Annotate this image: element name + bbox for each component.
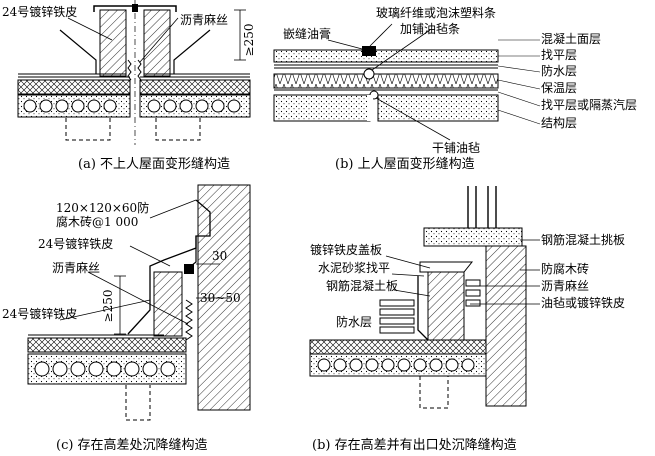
label-dry-felt: 干铺油毡 bbox=[432, 141, 480, 155]
label-mortar: 水泥砂浆找平 bbox=[318, 260, 390, 275]
label-cover-plate: 镀锌铁皮盖板 bbox=[310, 243, 382, 257]
caption-b1: (b) 上人屋面变形缝构造 bbox=[335, 156, 475, 172]
label-galvanized-iron-c1: 24号镀锌铁皮 bbox=[38, 237, 113, 251]
label-galvanized-iron-c2: 24号镀锌铁皮 bbox=[2, 307, 77, 321]
label-waterproof: 防水层 bbox=[541, 63, 577, 78]
caption-b2: (b) 存在高差并有出口处沉降缝构造 bbox=[312, 437, 517, 453]
label-felt-or-iron: 油毡或镀锌铁皮 bbox=[541, 296, 625, 310]
label-concrete-surface: 混凝土面层 bbox=[541, 31, 601, 46]
label-asphalt-hemp-a: 沥青麻丝 bbox=[180, 12, 228, 27]
label-structure: 结构层 bbox=[541, 115, 577, 130]
dim-250-c: ≥250 bbox=[101, 290, 115, 323]
label-galvanized-iron-a: 24号镀锌铁皮 bbox=[2, 5, 77, 19]
label-waterproof-b2: 防水层 bbox=[336, 314, 372, 329]
label-insulation: 保温层 bbox=[541, 81, 577, 95]
panel-b1: 嵌缝油膏 玻璃纤维或泡沫塑料条 加铺油毡条 混凝土面层 找平层 防水层 保温层 … bbox=[273, 5, 637, 172]
label-brick-line1: 120×120×60防 bbox=[56, 200, 149, 215]
dim-30-50: 30~50 bbox=[200, 291, 241, 305]
panel-b2: 镀锌铁皮盖板 水泥砂浆找平 钢筋混凝土板 防水层 钢筋混凝土挑板 防腐木砖 沥青… bbox=[309, 186, 625, 453]
caption-c: (c) 存在高差处沉降缝构造 bbox=[56, 437, 208, 453]
label-joint-sealant: 嵌缝油膏 bbox=[283, 26, 331, 41]
label-leveling: 找平层 bbox=[541, 48, 577, 62]
dim-30: 30 bbox=[212, 249, 227, 263]
label-fiber-strip: 玻璃纤维或泡沫塑料条 bbox=[376, 5, 496, 20]
label-wood-brick: 防腐木砖 bbox=[541, 261, 589, 276]
label-rc-slab: 钢筋混凝土板 bbox=[326, 278, 398, 293]
label-asphalt-hemp-b2: 沥青麻丝 bbox=[541, 278, 589, 293]
label-leveling-vapor: 找平层或隔蒸汽层 bbox=[541, 97, 637, 112]
label-felt-strip: 加铺油毡条 bbox=[400, 22, 460, 36]
panel-c: ≥250 30 30~50 120×120×60防 腐木砖@1 000 24号镀… bbox=[2, 184, 251, 453]
caption-a: (a) 不上人屋面变形缝构造 bbox=[78, 156, 230, 172]
label-brick-line2: 腐木砖@1 000 bbox=[56, 214, 138, 229]
panel-a: ≥250 24号镀锌铁皮 沥青麻丝 (a) 不上人屋面变形缝构造 bbox=[2, 0, 256, 172]
dim-250-a: ≥250 bbox=[242, 24, 256, 57]
label-asphalt-hemp-c: 沥青麻丝 bbox=[52, 260, 100, 275]
label-rc-canopy: 钢筋混凝土挑板 bbox=[541, 232, 625, 247]
